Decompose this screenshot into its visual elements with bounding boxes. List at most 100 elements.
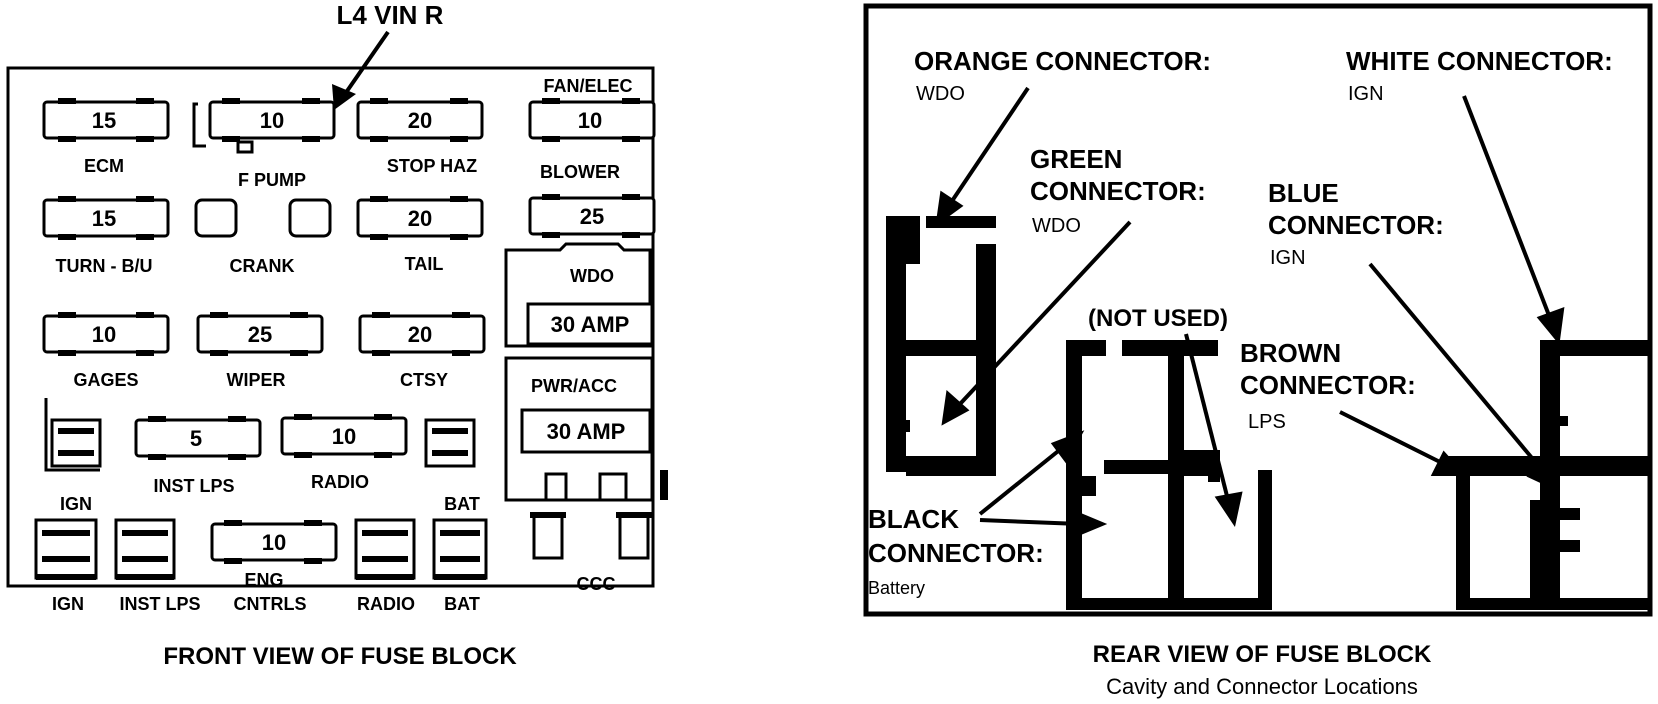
ccc-label: CCC [577,574,616,594]
ccc-connector: CCC [530,512,652,594]
fuse-gages: 10 GAGES [42,312,170,390]
fuse-inst-lps: 5 INST LPS [134,416,262,496]
relay-ign-upper: IGN [44,398,102,514]
brown-arrow [1339,410,1441,464]
fuse-ctsy: 20 CTSY [358,312,486,390]
brown-connector-sub: LPS [1248,411,1286,433]
fuse-wiper: 25 WIPER [196,312,324,390]
fuse-tail-label: TAIL [405,254,444,274]
wdo-breaker-value: 30 AMP [551,312,630,337]
fuse-turn-bu-label: TURN - B/U [56,256,153,276]
inst-lps-lower-label: INST LPS [119,594,200,614]
fuse-eng-cntrls-label-line1: ENG [244,570,283,590]
fuse-blower-label: BLOWER [540,162,620,182]
rear-view-subcaption: Cavity and Connector Locations [1106,674,1418,699]
blue-connector-label-line2: CONNECTOR: [1268,210,1444,240]
ign-upper-label: IGN [60,494,92,514]
fuse-radio-label: RADIO [311,472,369,492]
pwr-acc-breaker-value: 30 AMP [547,419,626,444]
orange-arrow [948,86,1030,206]
pwr-acc-breaker-label: PWR/ACC [531,376,617,396]
white-arrow-head [1536,306,1565,345]
blue-arrow-head [1526,456,1560,492]
orange-arrow-head [935,190,964,227]
black-arrow-upper-head [1050,430,1085,464]
front-view-caption: FRONT VIEW OF FUSE BLOCK [163,643,517,670]
orange-green-cavity [886,216,996,476]
fuse-tail-value: 20 [408,206,432,231]
fuse-f-pump-value: 10 [260,108,284,133]
not-used-label: (NOT USED) [1088,305,1228,332]
black-connector-label-line2: CONNECTOR: [868,538,1044,568]
fuse-ecm-value: 15 [92,108,116,133]
brown-arrow-head [1430,450,1467,476]
green-connector-label-line1: GREEN [1030,144,1122,174]
black-cavity [1066,340,1272,610]
fuse-gages-label: GAGES [73,370,138,390]
fuse-wdo: 25 [528,194,656,238]
vin-label: L4 VIN R [337,0,444,30]
fuse-radio-value: 10 [332,424,356,449]
blue-connector-sub: IGN [1270,247,1306,269]
ign-lower-label: IGN [52,594,84,614]
black-connector-label-line1: BLACK [868,504,959,534]
black-arrow-upper [978,446,1064,516]
white-arrow [1462,95,1552,319]
not-used-arrow-head [1214,491,1243,528]
fuse-turn-bu-value: 15 [92,206,116,231]
fuse-inst-lps-label: INST LPS [153,476,234,496]
white-blue-brown-cavity [1446,340,1650,610]
green-connector-label-line2: CONNECTOR: [1030,176,1206,206]
white-connector-sub: IGN [1348,83,1384,105]
crank-slot: CRANK [194,198,332,276]
fuse-wiper-label: WIPER [226,370,285,390]
fuse-ecm-label: ECM [84,156,124,176]
fuse-ctsy-label: CTSY [400,370,448,390]
bat-upper-label: BAT [444,494,480,514]
green-arrow-head [941,390,970,426]
fuse-wdo-value: 25 [580,204,604,229]
front-view: L4 VIN R 15 ECM 10 F PUMP 20 STOP HAZ [6,0,668,670]
fuse-radio: 10 RADIO [280,414,408,492]
fuse-ctsy-value: 20 [408,322,432,347]
fuse-stop-haz-value: 20 [408,108,432,133]
rear-arrows [935,86,1565,537]
fuse-blower: FAN/ELEC 10 BLOWER [528,76,656,182]
rear-view-caption: REAR VIEW OF FUSE BLOCK [1093,641,1432,668]
orange-connector-label: ORANGE CONNECTOR: [914,46,1211,76]
fuse-ecm: 15 ECM [42,98,170,176]
blue-connector-label-line1: BLUE [1268,178,1339,208]
relay-ign-lower: IGN [34,518,98,614]
brown-connector-label-line1: BROWN [1240,338,1341,368]
fuse-eng-cntrls-label-line2: CNTRLS [234,594,307,614]
orange-connector-sub: WDO [916,83,965,105]
fuse-blower-value: 10 [578,108,602,133]
relay-inst-lps-lower: INST LPS [114,518,201,614]
fuse-gages-value: 10 [92,322,116,347]
pwr-acc-breaker: PWR/ACC 30 AMP [504,356,668,502]
vin-arrow-head [332,84,356,110]
crank-label: CRANK [230,256,295,276]
blue-arrow [1368,262,1544,472]
fuse-inst-lps-value: 5 [190,426,202,451]
black-arrow-lower [979,518,1081,526]
fuse-stop-haz: 20 STOP HAZ [356,98,484,176]
fuse-eng-cntrls: 10 ENG CNTRLS [210,520,338,614]
fuse-eng-cntrls-value: 10 [262,530,286,555]
not-used-arrow [1184,333,1230,501]
fuse-f-pump-label: F PUMP [238,170,306,190]
relay-bat-lower: BAT [432,518,488,614]
black-connector-sub: Battery [868,578,925,598]
green-connector-sub: WDO [1032,215,1081,237]
fuse-stop-haz-label: STOP HAZ [387,156,477,176]
radio-lower-label: RADIO [357,594,415,614]
rear-view: ORANGE CONNECTOR: WDO GREEN CONNECTOR: W… [863,3,1653,699]
fuse-wiper-value: 25 [248,322,272,347]
green-arrow [958,220,1132,406]
black-arrow-lower-head [1076,511,1108,537]
white-connector-label: WHITE CONNECTOR: [1346,46,1613,76]
fuse-f-pump: 10 F PUMP [192,98,336,190]
fuse-tail: 20 TAIL [356,196,484,274]
wdo-breaker-label: WDO [570,266,614,286]
